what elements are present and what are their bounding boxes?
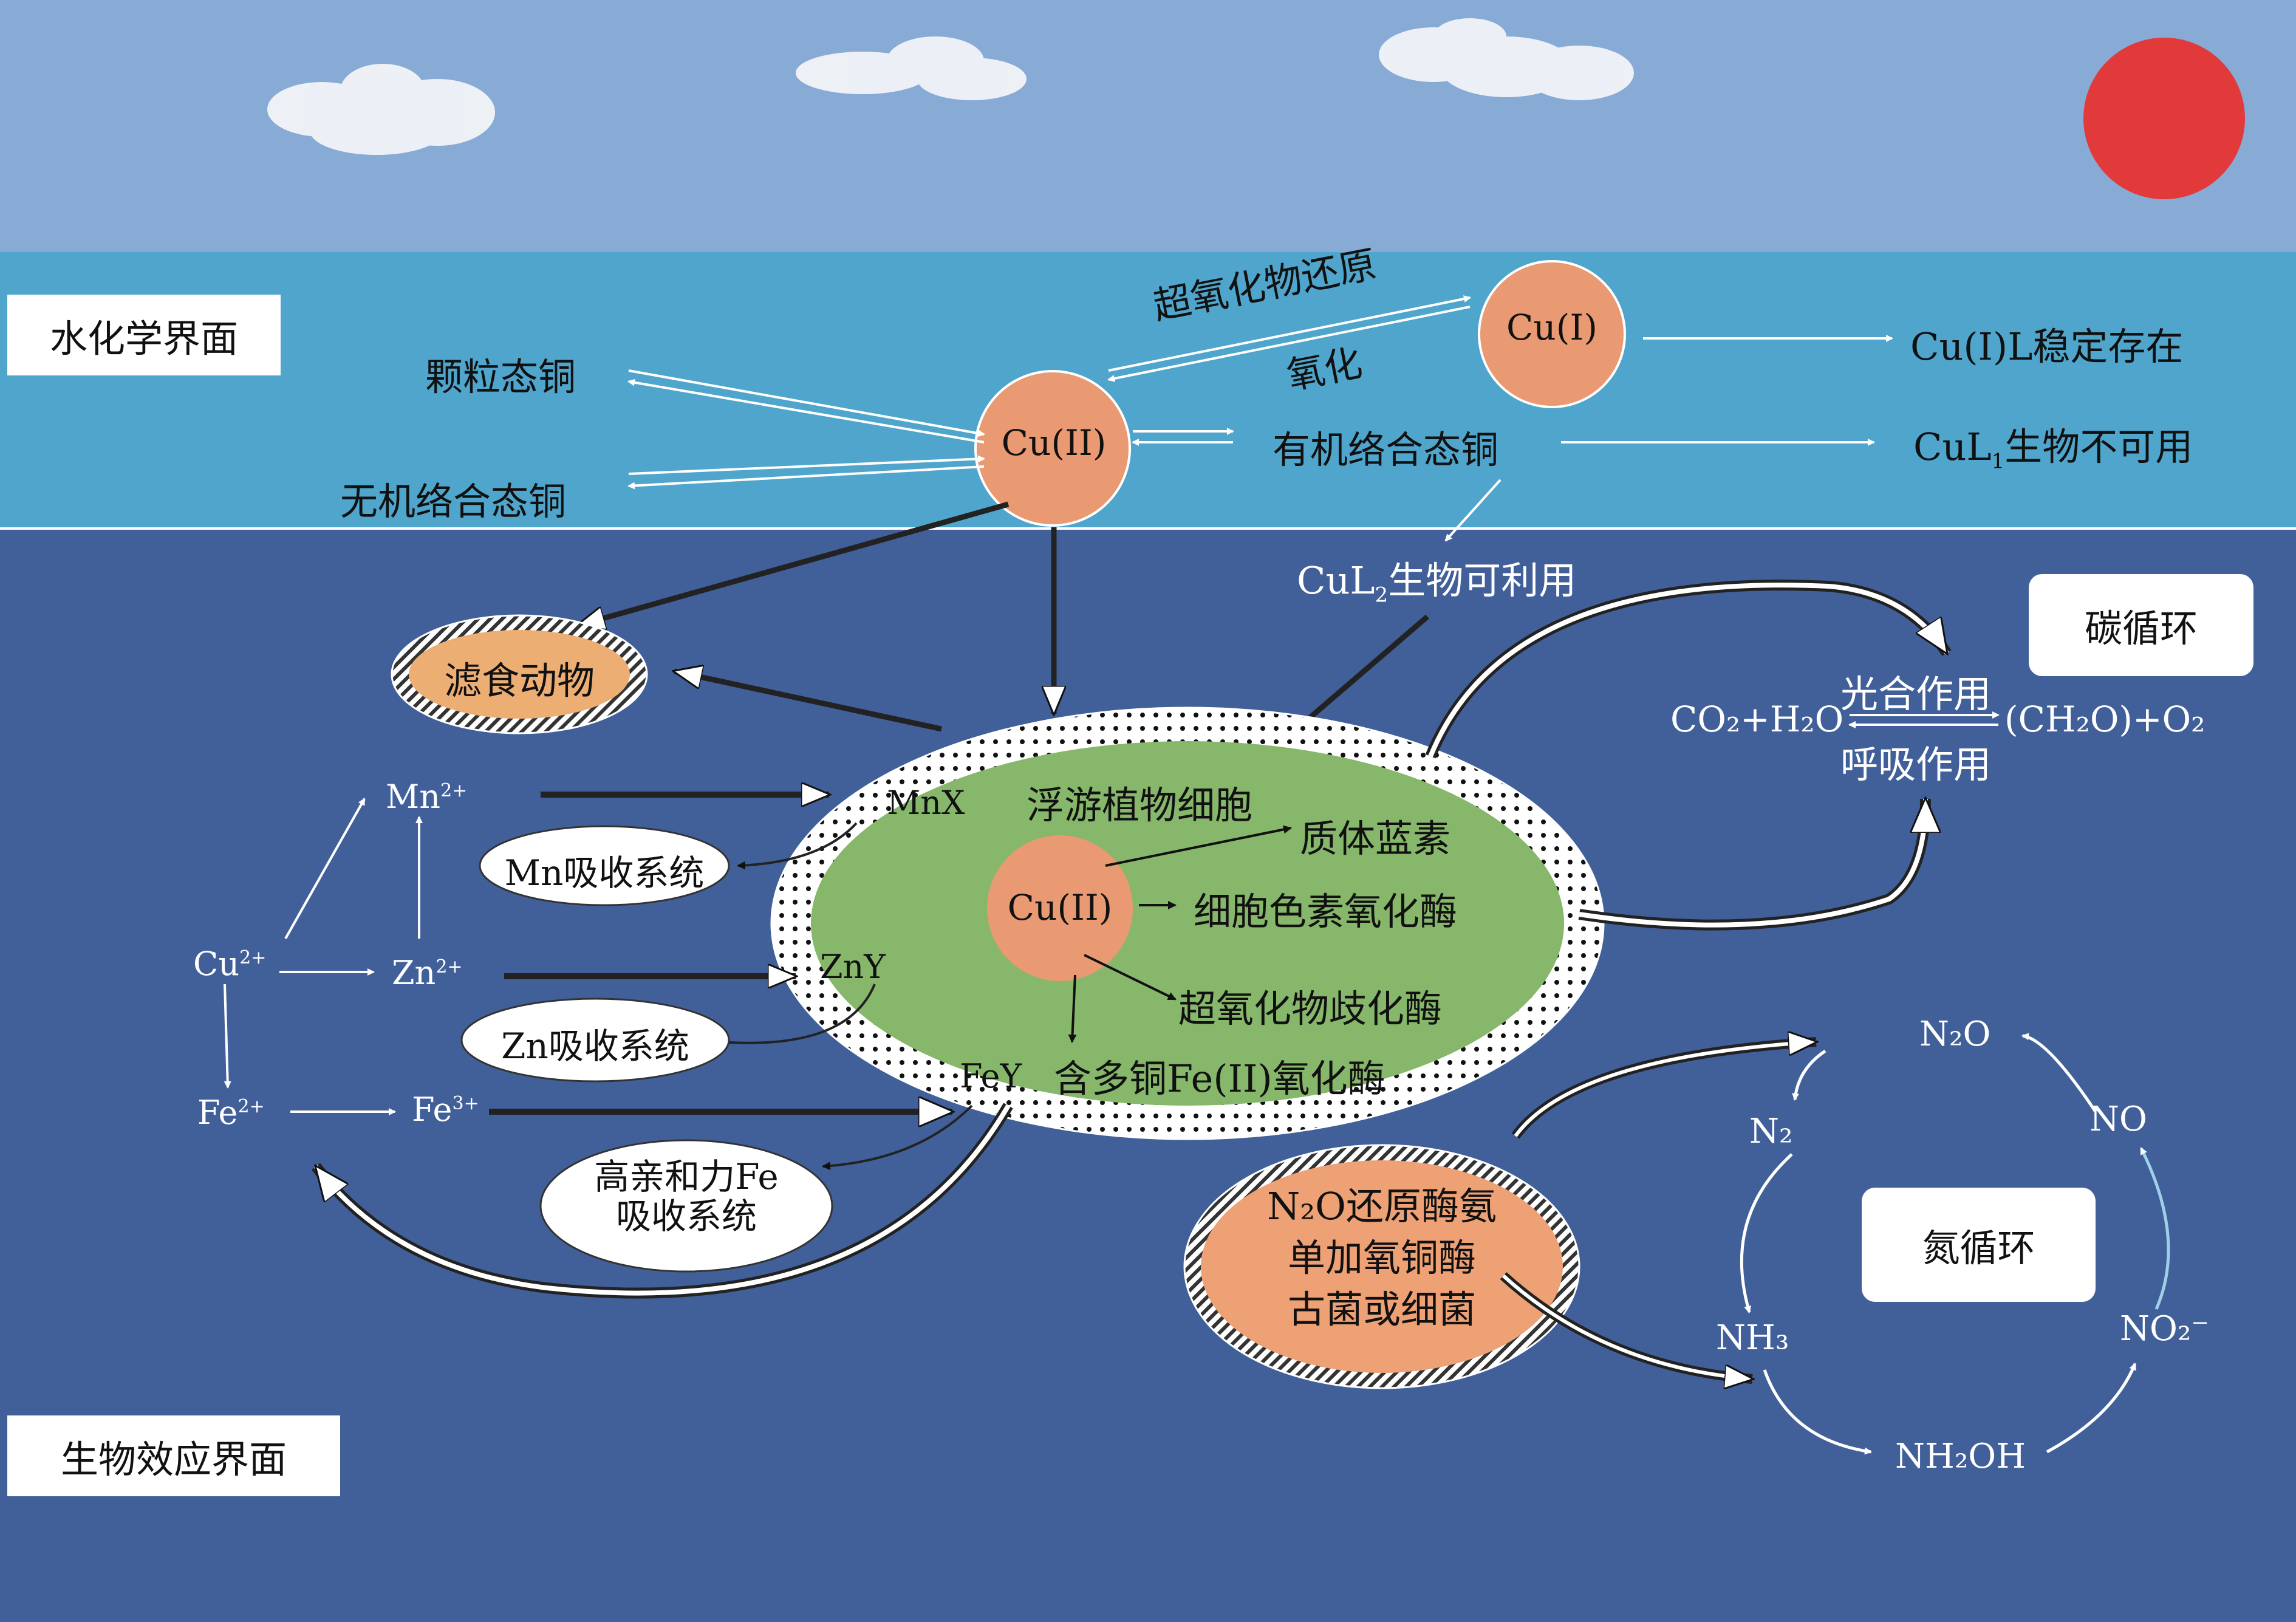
zn-charge: 2+ bbox=[436, 956, 463, 977]
particulate-copper: 颗粒态铜 bbox=[425, 355, 576, 399]
ferroxidase-label: 含多铜Fe(II)氧化酶 bbox=[1054, 1056, 1385, 1101]
archaea-bacteria-label: 古菌或细菌 bbox=[1287, 1287, 1476, 1332]
cul1-subscript: 1 bbox=[1991, 449, 2005, 474]
plastocyanin-label: 质体蓝素 bbox=[1300, 816, 1451, 861]
cell-title: 浮游植物细胞 bbox=[1027, 783, 1253, 827]
cu2-label: Cu(II) bbox=[1001, 422, 1107, 464]
fe-uptake-label-2: 吸收系统 bbox=[615, 1196, 757, 1237]
cu1-circle bbox=[1478, 260, 1626, 408]
cloud-icon bbox=[796, 36, 1027, 100]
mn-uptake-oval bbox=[479, 825, 730, 906]
zn2plus-label: Zn2+ bbox=[392, 954, 463, 992]
carbon-cycle-label: 碳循环 bbox=[2029, 574, 2253, 676]
fe2-charge: 2+ bbox=[237, 1096, 265, 1117]
hydrochemical-interface-label: 水化学界面 bbox=[7, 295, 281, 375]
cloud-icon bbox=[267, 64, 495, 155]
cu2-cell-label: Cu(II) bbox=[1007, 887, 1113, 928]
cu2plus-label: Cu2+ bbox=[193, 945, 266, 983]
fe3plus-label: Fe3+ bbox=[412, 1090, 479, 1129]
nh3-node: NH₃ bbox=[1716, 1318, 1789, 1358]
cul2-prefix: CuL bbox=[1297, 558, 1375, 603]
cul1-label: CuL1生物不可用 bbox=[1913, 416, 2193, 473]
organic-complexed-copper: 有机络合态铜 bbox=[1273, 428, 1499, 472]
photosynthesis-label: 光合作用 bbox=[1840, 672, 1992, 716]
mn2plus-label: Mn2+ bbox=[386, 778, 467, 816]
cu1-label: Cu(I) bbox=[1506, 307, 1597, 348]
mn-charge: 2+ bbox=[440, 780, 468, 801]
cu2-cell-circle bbox=[987, 835, 1133, 981]
cul2-subscript: 2 bbox=[1375, 583, 1389, 607]
cul2-label: CuL2生物可利用 bbox=[1297, 550, 1576, 607]
co2-h2o-label: CO₂+H₂O bbox=[1670, 699, 1844, 740]
n2-node: N₂ bbox=[1749, 1112, 1793, 1151]
mnx-label: MnX bbox=[887, 784, 965, 822]
mn-uptake-label: Mn吸收系统 bbox=[504, 852, 705, 894]
fey-label: FeY bbox=[960, 1057, 1022, 1095]
water-surface-band bbox=[0, 252, 2296, 529]
zn-uptake-label: Zn吸收系统 bbox=[501, 1025, 689, 1067]
zn-symbol: Zn bbox=[392, 954, 436, 992]
cytochrome-oxidase-label: 细胞色素氧化酶 bbox=[1194, 889, 1458, 934]
no-node: NO bbox=[2089, 1100, 2147, 1139]
phytoplankton-cell-body bbox=[811, 741, 1564, 1106]
fe2-symbol: Fe bbox=[197, 1093, 238, 1132]
fe-uptake-oval bbox=[539, 1139, 833, 1273]
fe-uptake-label-1: 高亲和力Fe bbox=[594, 1156, 779, 1197]
mn-symbol: Mn bbox=[386, 778, 441, 816]
amo-label: 单加氧铜酶 bbox=[1287, 1236, 1476, 1280]
filter-feeder-label: 滤食动物 bbox=[443, 659, 595, 703]
nitrogen-cycle-label: 氮循环 bbox=[1862, 1188, 2096, 1302]
cloud-icon bbox=[1379, 18, 1634, 100]
n2o-node: N₂O bbox=[1919, 1015, 1991, 1054]
fe2plus-label: Fe2+ bbox=[197, 1093, 265, 1132]
zn-uptake-oval bbox=[460, 997, 730, 1083]
no2-node: NO₂⁻ bbox=[2120, 1309, 2209, 1349]
cul1-suffix: 生物不可用 bbox=[2004, 425, 2193, 469]
biological-interface-label: 生物效应界面 bbox=[7, 1415, 340, 1496]
zny-label: ZnY bbox=[820, 948, 886, 986]
sod-label: 超氧化物歧化酶 bbox=[1178, 987, 1443, 1031]
sun-icon bbox=[2083, 38, 2245, 199]
ch2o-o2-label: (CH₂O)+O₂ bbox=[2004, 699, 2205, 740]
cu-symbol: Cu bbox=[193, 945, 240, 983]
cu-charge: 2+ bbox=[239, 947, 267, 968]
cul1-prefix: CuL bbox=[1913, 425, 1992, 469]
n2o-reductase-label: N₂O还原酶氨 bbox=[1267, 1184, 1497, 1228]
respiration-label: 呼吸作用 bbox=[1840, 742, 1992, 787]
inorganic-complexed-copper: 无机络合态铜 bbox=[340, 479, 567, 524]
fe3-charge: 3+ bbox=[452, 1093, 479, 1114]
fe3-symbol: Fe bbox=[412, 1090, 453, 1129]
cul2-suffix: 生物可利用 bbox=[1388, 558, 1577, 603]
cu1-stable-label: Cu(I)L稳定存在 bbox=[1910, 324, 2184, 369]
cu2-circle bbox=[974, 370, 1131, 527]
nh2oh-node: NH₂OH bbox=[1895, 1437, 2026, 1476]
